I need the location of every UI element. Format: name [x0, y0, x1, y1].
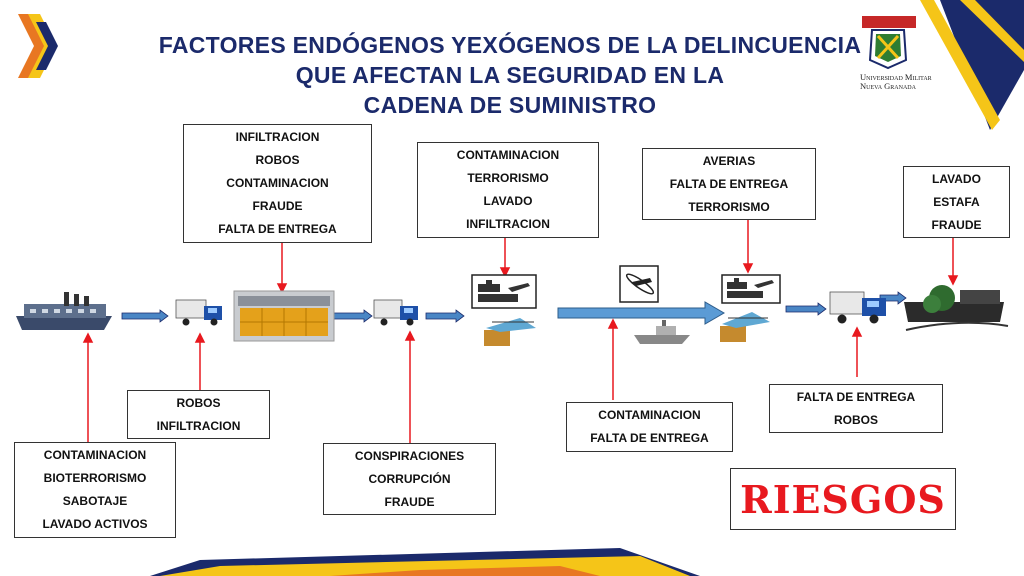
airport-icon: [471, 274, 537, 309]
factory-icon: [16, 292, 112, 330]
left-chevron-logo: [18, 14, 58, 78]
riesgos-label: RIESGOS: [730, 468, 956, 530]
risk-box-port-origin: CONTAMINACION TERRORISMO LAVADO INFILTRA…: [417, 142, 599, 238]
risk-box-warehouse: INFILTRACION ROBOS CONTAMINACION FRAUDE …: [183, 124, 372, 243]
truck-icon: [175, 299, 222, 326]
risk-box-factory: CONTAMINACION BIOTERRORISMO SABOTAJE LAV…: [14, 442, 176, 538]
bottom-stripes: [150, 548, 700, 576]
risk-arrows: [82, 220, 959, 443]
airplane-icon: [619, 265, 659, 303]
port-icon: [484, 318, 536, 346]
flow-arrows: [121, 291, 907, 325]
ship-icon: [634, 320, 690, 344]
title-line-2: QUE AFECTAN LA SEGURIDAD EN LA: [295, 62, 725, 88]
airport-icon: [721, 274, 781, 304]
warehouse-icon: [233, 290, 335, 342]
risk-box-transit: CONTAMINACION FALTA DE ENTREGA: [566, 402, 733, 452]
top-right-stripes: [920, 0, 1024, 130]
risk-box-port-destination: AVERIAS FALTA DE ENTREGA TERRORISMO: [642, 148, 816, 220]
port-icon: [720, 312, 770, 342]
university-crest-icon: [862, 16, 916, 70]
risk-box-final-destination: LAVADO ESTAFA FRAUDE: [903, 166, 1010, 238]
title-line-3: CADENA DE SUMINISTRO: [363, 92, 657, 118]
risk-box-truck-2: CONSPIRACIONES CORRUPCIÓN FRAUDE: [323, 443, 496, 515]
risk-box-truck-3: FALTA DE ENTREGA ROBOS: [769, 384, 943, 433]
university-name: Universidad Militar Nueva Granada: [860, 72, 932, 91]
truck-icon: [829, 291, 886, 324]
destination-icon: [904, 285, 1009, 331]
truck-icon: [373, 299, 418, 326]
title-line-1: FACTORES ENDÓGENOS YEXÓGENOS DE LA DELIN…: [158, 32, 862, 58]
page-title: FACTORES ENDÓGENOS YEXÓGENOS DE LA DELIN…: [60, 30, 960, 120]
risk-box-truck-1: ROBOS INFILTRACION: [127, 390, 270, 439]
